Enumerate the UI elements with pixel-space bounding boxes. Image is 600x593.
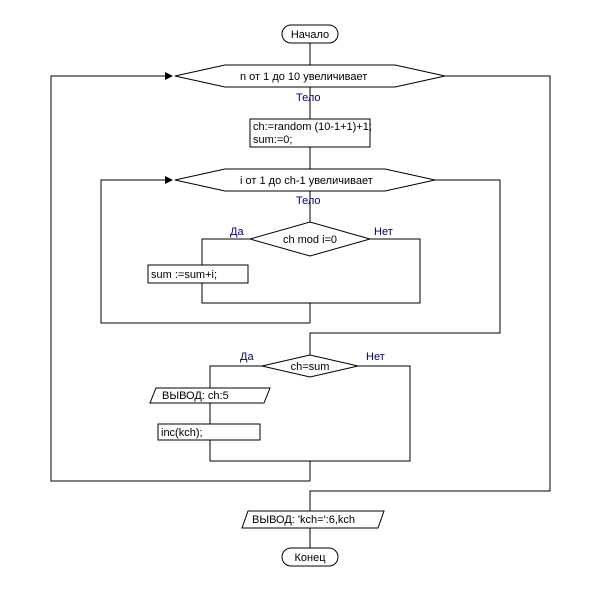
inner-loop-label: i от 1 до ch-1 увеличивает [240,175,373,187]
init-process-box: ch:=random (10-1+1)+1; sum:=0; [249,118,372,148]
start-label: Начало [291,29,329,41]
mod-condition-diamond: ch mod i=0 [248,221,372,257]
outer-loop-body-label: Тело [296,92,321,104]
output-kch-label: ВЫВОД: 'kch=':6,kch [252,514,355,526]
end-label: Конец [294,552,326,564]
mod-no-label: Нет [374,226,393,238]
inner-loop-body-label: Тело [296,195,321,207]
mod-condition-label: ch mod i=0 [283,234,337,246]
mod-yes-label: Да [230,226,244,238]
output-ch-label: ВЫВОД: ch:5 [162,390,229,402]
sum-yes-label: Да [240,351,254,363]
inner-loop-hexagon: i от 1 до ch-1 увеличивает [174,168,436,192]
sum-condition-diamond: ch=sum [261,354,359,378]
sum-update-box: sum :=sum+i; [147,264,249,284]
output-ch-parallelogram: ВЫВОД: ch:5 [149,387,271,404]
init-line-2: sum:=0; [253,134,292,146]
end-terminator: Конец [281,547,339,567]
init-line-1: ch:=random (10-1+1)+1; [253,121,372,133]
sum-condition-label: ch=sum [291,361,330,373]
inc-kch-box: inc(kch); [157,423,261,441]
start-terminator: Начало [281,24,339,44]
connector-lines [50,43,551,548]
outer-loop-hexagon: n от 1 до 10 увеличивает [174,64,446,88]
sum-no-label: Нет [366,351,385,363]
inc-kch-label: inc(kch); [161,427,203,439]
output-kch-parallelogram: ВЫВОД: 'kch=':6,kch [241,510,385,529]
sum-update-label: sum :=sum+i; [151,269,217,281]
outer-loop-label: n от 1 до 10 увеличивает [240,71,367,83]
